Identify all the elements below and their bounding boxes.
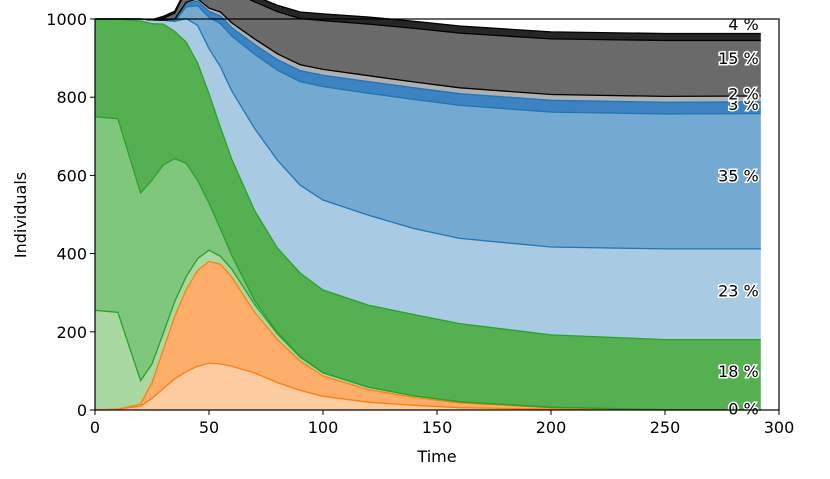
percentage-label: 2 % (728, 84, 758, 103)
axes: 0 50 100 150 200 250 300 0 200 400 600 800 1000 Tim… (11, 10, 794, 466)
area-layer (95, 0, 761, 97)
x-tick-label: 200 (536, 418, 567, 437)
x-tick-label: 0 (90, 418, 100, 437)
area-layer (95, 18, 761, 340)
percentage-label: 4 % (728, 15, 758, 34)
percentage-label: 35 % (718, 166, 759, 185)
area-boundary-line (94, 260, 761, 411)
x-tick-label: 300 (764, 418, 795, 437)
area-layer (95, 0, 761, 41)
y-tick-label: 1000 (46, 10, 87, 29)
area-layers (95, 0, 761, 411)
area-layer (95, 19, 761, 410)
y-tick-label: 600 (56, 166, 87, 185)
area-boundary-line (94, 362, 761, 411)
area-layer (95, 261, 761, 410)
x-axis-label: Time (416, 447, 456, 466)
percentage-label: 18 % (718, 362, 759, 381)
x-axis-ticks: 0 50 100 150 200 250 300 (90, 410, 794, 437)
y-tick-label: 400 (56, 245, 87, 264)
area-layer (95, 116, 761, 411)
y-axis-ticks: 0 200 400 600 800 1000 (46, 10, 95, 420)
percentage-label: 3 % (728, 95, 758, 114)
x-tick-label: 150 (422, 418, 453, 437)
percentage-label: 0 % (728, 399, 758, 418)
x-tick-label: 50 (199, 418, 219, 437)
percentage-label: 23 % (718, 282, 759, 301)
area-boundary-line (95, 0, 761, 98)
area-boundary-line (95, 18, 761, 341)
area-layer (95, 363, 761, 410)
y-axis-label: Individuals (11, 172, 30, 258)
percentage-label: 15 % (718, 49, 759, 68)
x-tick-label: 100 (308, 418, 339, 437)
y-tick-label: 0 (77, 401, 87, 420)
area-layer (95, 5, 761, 249)
x-tick-label: 250 (650, 418, 681, 437)
y-tick-label: 800 (56, 88, 87, 107)
percentage-annotations: 0 % 18 % 23 % 35 % 3 %2 % 15 % 4 % (717, 14, 761, 420)
y-tick-label: 200 (56, 323, 87, 342)
area-boundary-line (94, 116, 761, 411)
